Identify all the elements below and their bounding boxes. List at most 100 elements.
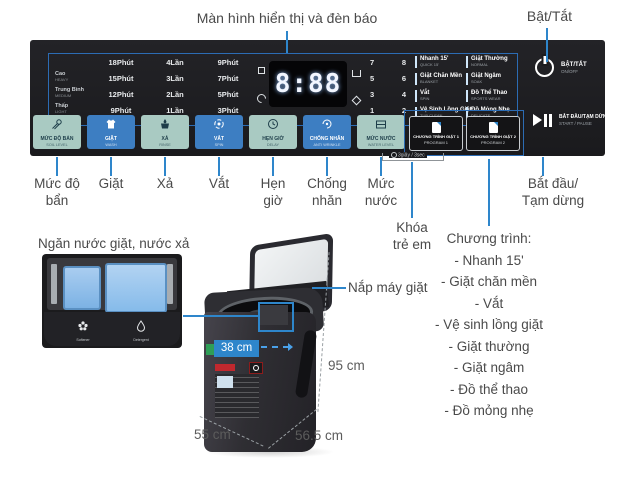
soil-level-callout-line [56, 157, 58, 176]
program-1-button[interactable]: CHƯƠNG TRÌNH GIẶT 1 PROGRAM 1 [409, 116, 463, 151]
spec-sticker [215, 374, 259, 418]
soil-level-button[interactable]: MỨC ĐỘ BẨN SOIL LEVEL [33, 115, 81, 149]
delay-callout-line [272, 157, 274, 176]
water-level-button[interactable]: MỨC NƯỚC WATER LEVEL [357, 115, 405, 149]
child-lock-hold-hint: 3giây / 3sec [382, 152, 444, 161]
child-lock-callout-line [411, 162, 413, 218]
wash-time-value: 9Phút [110, 106, 132, 115]
program-list: Chương trình: - Nhanh 15' - Giặt chăn mề… [424, 228, 554, 422]
soil-level-medium: Trung Bình MEDIUM [55, 87, 85, 98]
spin-time-value: 9Phút [217, 58, 239, 67]
water-level-icon [375, 117, 387, 135]
rinse-label: Xả [156, 176, 174, 191]
detergent-tray [105, 263, 167, 313]
softener-flower-icon [77, 319, 89, 336]
rinse-icon [159, 117, 171, 135]
spin-time-value: 3Phút [217, 106, 239, 115]
control-panel: Cao HEAVY Trung Bình MEDIUM Thấp LIGHT 1… [30, 40, 610, 161]
anti-wrinkle-label: Chống nhăn [307, 176, 347, 208]
lid-callout-line [312, 287, 346, 289]
child-lock-label: Khóa trẻ em [392, 220, 432, 252]
water-level-label: Mức nước [364, 176, 398, 208]
wash-label: Giặt [98, 176, 124, 191]
rinse-callout-line [164, 157, 166, 176]
delay-label: Hẹn giờ [260, 176, 286, 208]
program-indicator: Nhanh 15'QUICK 15' [415, 56, 448, 68]
display-callout-label: Màn hình hiển thị và đèn báo [196, 10, 378, 26]
drawer-label: Ngăn nước giặt, nước xả [38, 236, 190, 251]
drawer-clip [167, 264, 173, 304]
width-dimension-label: 55 cm [194, 427, 231, 442]
rinse-count-value: 2Lần [166, 90, 184, 99]
start-pause-button[interactable]: BẮT ĐẦU/TẠM DỪNG START / PAUSE [533, 113, 610, 127]
energy-label [206, 344, 214, 355]
seven-segment-digits: 8:88 [274, 69, 342, 99]
rinse-count-value: 1Lần [166, 106, 184, 115]
program-list-title: Chương trình: [446, 231, 532, 246]
wash-icon [105, 117, 117, 135]
start-pause-label: Bắt đầu/ Tạm dừng [521, 176, 585, 208]
program-list-item: - Giặt thường [448, 338, 530, 354]
delay-indicator-icon [255, 92, 268, 105]
soil-level-icon [51, 117, 63, 135]
program-buttons-frame: CHƯƠNG TRÌNH GIẶT 1 PROGRAM 1 CHƯƠNG TRÌ… [404, 110, 524, 156]
drawer-connector-line [183, 315, 259, 317]
document-icon [431, 122, 441, 133]
rinse-count-value: 3Lần [166, 74, 184, 83]
program-list-item: - Vắt [474, 295, 504, 311]
spin-icon [213, 117, 225, 135]
program-list-item: - Nhanh 15' [454, 252, 524, 268]
height-dimension-label: 95 cm [328, 358, 365, 373]
soak-indicator-icon [258, 67, 265, 74]
lid-label: Nắp máy giặt [348, 280, 428, 295]
program-list-item: - Đồ thể thao [449, 381, 529, 397]
clock-icon [267, 117, 279, 135]
spin-time-value: 5Phút [217, 90, 239, 99]
wash-button[interactable]: GIẶT WASH [87, 115, 135, 149]
rinse-count-value: 4Lần [166, 58, 184, 67]
program-list-item: - Vệ sinh lồng giặt [434, 317, 544, 332]
wash-time-value: 15Phút [108, 74, 134, 83]
power-button[interactable]: BẬT/TẮT ON/OFF [535, 58, 587, 77]
soil-level-label: Mức độ bẩn [34, 176, 80, 208]
dispenser-highlight-frame [258, 302, 294, 332]
anti-wrinkle-button[interactable]: CHỐNG NHĂN ANTI WRINKLE [303, 115, 351, 149]
hold-icon [391, 152, 397, 158]
display-callout-line [286, 31, 288, 53]
rinse-button[interactable]: XẢ RINSE [141, 115, 189, 149]
anti-wrinkle-callout-line [326, 157, 328, 176]
spin-time-value: 7Phút [217, 74, 239, 83]
softener-text: Softener [76, 338, 90, 342]
power-callout-label: Bật/Tắt [526, 8, 573, 24]
program-callout-line [488, 159, 490, 226]
detergent-drop-icon [135, 319, 147, 336]
soil-level-light: Thấp LIGHT [55, 103, 69, 114]
softener-tray [63, 266, 101, 310]
time-display: 8:88 [269, 61, 347, 107]
depth-dimension-label: 56.5 cm [295, 428, 344, 443]
top-dispenser [260, 305, 288, 325]
spin-button[interactable]: VẮT SPIN [195, 115, 243, 149]
water-level-callout-line [380, 157, 382, 176]
delay-timer-button[interactable]: HẸN GIỜ DELAY [249, 115, 297, 149]
document-icon [488, 122, 498, 133]
program-2-button[interactable]: CHƯƠNG TRÌNH GIẶT 2 PROGRAM 2 [466, 116, 520, 151]
detergent-text: Detergent [133, 338, 149, 342]
detergent-drawer-photo: Softener Detergent [42, 254, 182, 348]
wash-time-value: 12Phút [108, 90, 134, 99]
spin-label: Vắt [208, 176, 230, 191]
drawer-clip [51, 264, 57, 304]
program-list-item: - Giặt chăn mền [440, 274, 538, 289]
warranty-badge [249, 362, 263, 374]
soil-level-heavy: Cao HEAVY [55, 71, 69, 82]
